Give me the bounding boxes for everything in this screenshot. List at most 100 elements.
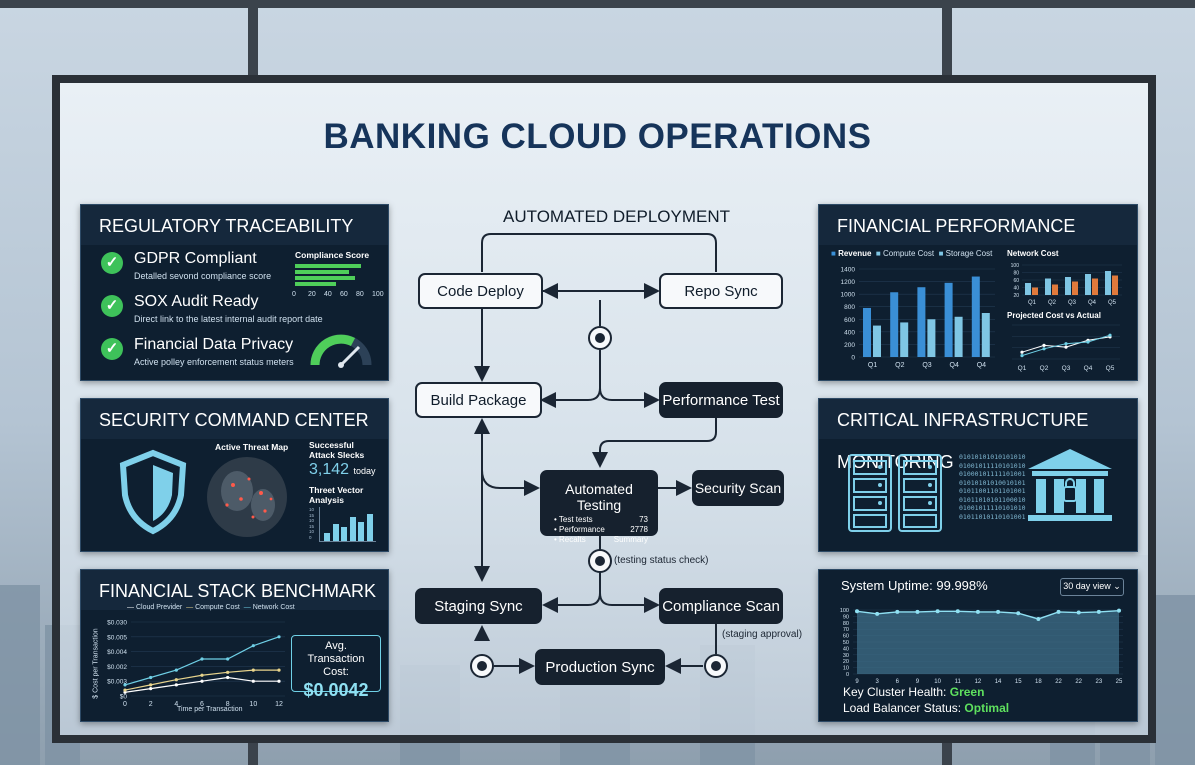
infra-title: CRITICAL INFRASTRUCTURE MONITORING	[819, 399, 1137, 472]
binary-line: 01001011110101010	[959, 504, 1026, 512]
cluster-health-label: Key Cluster Health:	[843, 685, 947, 699]
uptime-title-row: System Uptime: 99.998%	[841, 578, 988, 593]
net-x-tick: Q5	[1108, 300, 1117, 306]
fp-x-tick: Q3	[922, 362, 931, 369]
fp-bar	[981, 313, 990, 357]
vector-bar	[358, 522, 364, 541]
cluster-health-row: Key Cluster Health: Green	[843, 685, 984, 699]
avg-cost-value: $0.0042	[303, 680, 369, 700]
fp-y-tick: 1200	[841, 279, 856, 286]
net-y-tick: 20	[1013, 293, 1019, 299]
fp-y-tick: 800	[844, 304, 855, 311]
proj-point	[1042, 343, 1046, 347]
uptime-x-tick: 22	[1075, 679, 1082, 685]
testing-row-key: Test tests	[558, 515, 593, 524]
uptime-y-tick: 100	[840, 608, 849, 614]
benchmark-x-tick: 10	[249, 701, 257, 708]
testing-row-value: 2778	[630, 525, 648, 534]
uptime-x-tick: 23	[1096, 679, 1103, 685]
uptime-point	[1076, 610, 1081, 615]
server-rack-icon	[848, 454, 942, 532]
node-production-sync[interactable]: Production Sync	[535, 649, 665, 685]
benchmark-x-tick: 6	[200, 701, 204, 708]
regulatory-panel: REGULATORY TRACEABILITY ✓ GDPR Compliant…	[80, 204, 389, 381]
bank-building-icon	[1028, 449, 1112, 521]
financial-performance-panel: FINANCIAL PERFORMANCE ■ Revenue ■ Comput…	[818, 204, 1138, 381]
vector-bar	[324, 532, 330, 541]
uptime-panel: System Uptime: 99.998% 30 day view ⌄ 100…	[818, 569, 1138, 722]
uptime-y-tick: 70	[843, 627, 849, 633]
benchmark-point	[251, 679, 255, 683]
node-performance-test[interactable]: Performance Test	[659, 382, 783, 418]
fp-legend-storage: Storage Cost	[945, 249, 993, 258]
window-frame-top	[0, 0, 1195, 8]
fp-x-tick: Q1	[868, 362, 877, 369]
net-y-tick: 40	[1013, 286, 1019, 292]
security-title: SECURITY COMMAND CENTER	[81, 399, 388, 439]
fp-y-tick: 400	[844, 329, 855, 336]
attacks-suffix: today	[353, 466, 376, 476]
window-mullion-left-lower	[248, 740, 258, 765]
uptime-point	[975, 609, 980, 614]
flow-title: AUTOMATED DEPLOYMENT	[503, 207, 731, 226]
lb-status-row: Load Balancer Status: Optimal	[843, 701, 1009, 715]
vector-bar	[349, 517, 356, 541]
node-code-deploy[interactable]: Code Deploy	[418, 273, 543, 309]
uptime-x-tick: 18	[1035, 679, 1042, 685]
binary-line: 01011010110101001	[959, 512, 1026, 521]
benchmark-title: FINANCIAL STACK BENCHMARK	[81, 570, 388, 610]
cluster-health-value: Green	[949, 685, 985, 699]
proj-point	[1108, 333, 1112, 337]
sox-desc: Direct link to the latest internal audit…	[134, 314, 323, 324]
proj-x-tick: Q1	[1018, 365, 1027, 372]
benchmark-y-tick: $0	[120, 694, 128, 701]
uptime-x-tick: 9	[916, 679, 920, 685]
uptime-point	[1096, 609, 1101, 614]
node-build-package[interactable]: Build Package	[415, 382, 542, 418]
legend-cloud: Cloud Previder	[135, 604, 183, 611]
avg-cost-label: Avg. Transaction Cost:	[307, 640, 365, 678]
uptime-point	[1117, 608, 1121, 613]
node-security-scan[interactable]: Security Scan	[692, 470, 784, 506]
proj-point	[1042, 347, 1046, 351]
benchmark-point	[149, 687, 153, 691]
view-select[interactable]: 30 day view ⌄	[1060, 578, 1124, 596]
compliance-score-tick: 20	[308, 291, 316, 298]
shield-icon	[119, 449, 187, 535]
fp-bar	[917, 287, 926, 357]
uptime-point	[1056, 609, 1061, 614]
benchmark-point	[277, 668, 281, 672]
binary-line: 01001011110101010	[959, 461, 1026, 470]
node-staging-sync[interactable]: Staging Sync	[415, 588, 542, 624]
net-bar	[1092, 278, 1098, 295]
uptime-point	[855, 609, 859, 614]
proj-x-tick: Q4	[1084, 365, 1093, 372]
testing-row-key: Performance	[559, 525, 605, 534]
compliance-score-bar	[295, 264, 361, 268]
fp-bar	[944, 282, 953, 357]
uptime-value: 99.998%	[936, 578, 988, 593]
benchmark-y-tick: $0.002	[107, 664, 127, 671]
node-repo-sync[interactable]: Repo Sync	[659, 273, 783, 309]
fp-bar	[890, 292, 899, 357]
node-compliance-scan[interactable]: Compliance Scan	[659, 588, 783, 624]
fp-legend: ■ Revenue ■ Compute Cost ■ Storage Cost	[831, 249, 993, 258]
uptime-point	[1036, 616, 1041, 621]
vector-tick: 10	[309, 518, 315, 523]
compliance-score-title: Compliance Score	[295, 250, 370, 260]
net-bar	[1065, 277, 1071, 295]
benchmark-y-tick: $0.004	[107, 649, 127, 656]
compliance-score-tick: 0	[292, 291, 296, 298]
proj-x-tick: Q5	[1106, 365, 1115, 372]
benchmark-point	[149, 683, 153, 687]
check-icon: ✓	[101, 295, 123, 317]
threat-map-label: Active Threat Map	[215, 442, 289, 452]
gauge-icon	[310, 334, 372, 368]
benchmark-line	[124, 636, 280, 686]
uptime-point	[996, 609, 1001, 614]
net-bar	[1105, 271, 1111, 295]
